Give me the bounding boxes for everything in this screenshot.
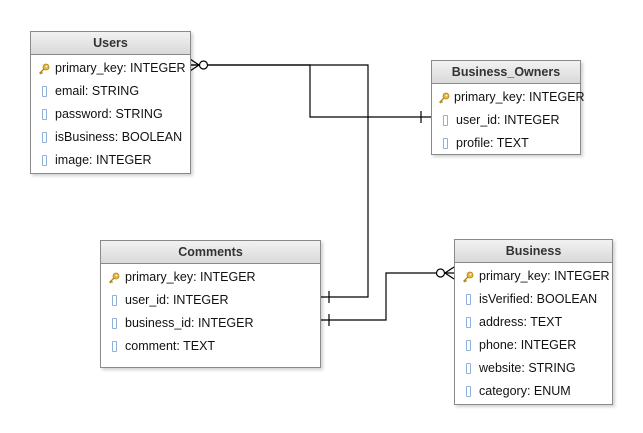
entity-title: Comments [101, 241, 320, 264]
crows-foot-zero-many-business [435, 266, 455, 280]
field-icon [442, 115, 448, 126]
relationship-users-business-owners[interactable] [190, 64, 431, 118]
attribute-label: primary_key: INTEGER [479, 269, 610, 283]
attribute-row[interactable]: category: ENUM [455, 380, 612, 403]
key-icon [37, 63, 51, 75]
attribute-row[interactable]: primary_key: INTEGER [432, 86, 585, 109]
attribute-row[interactable]: email: STRING [31, 80, 190, 103]
entity-attributes: primary_key: INTEGER user_id: INTEGER bu… [101, 264, 320, 358]
attribute-row[interactable]: address: TEXT [455, 311, 612, 334]
entity-title: Business_Owners [432, 61, 580, 84]
entity-title: Users [31, 32, 190, 55]
entity-attributes: primary_key: INTEGER email: STRING passw… [31, 55, 190, 172]
attribute-label: image: INTEGER [55, 153, 152, 167]
entity-title: Business [455, 240, 612, 263]
attribute-label: primary_key: INTEGER [454, 90, 585, 104]
key-icon [461, 271, 475, 283]
attribute-row[interactable]: user_id: INTEGER [101, 289, 320, 312]
attribute-label: phone: INTEGER [479, 338, 577, 352]
field-icon [41, 109, 47, 120]
entity-attributes: primary_key: INTEGER user_id: INTEGER pr… [432, 84, 585, 155]
field-icon [442, 138, 448, 149]
entity-business[interactable]: Business primary_key: INTEGER isVerified… [454, 239, 613, 405]
attribute-label: website: STRING [479, 361, 576, 375]
attribute-row[interactable]: primary_key: INTEGER [455, 265, 612, 288]
attribute-row[interactable]: isVerified: BOOLEAN [455, 288, 612, 311]
attribute-row[interactable]: password: STRING [31, 103, 190, 126]
field-icon [465, 340, 471, 351]
relationship-business-comments[interactable] [321, 272, 454, 321]
field-icon [41, 155, 47, 166]
attribute-label: user_id: INTEGER [456, 113, 560, 127]
attribute-label: business_id: INTEGER [125, 316, 254, 330]
attribute-label: isVerified: BOOLEAN [479, 292, 598, 306]
field-icon [465, 317, 471, 328]
attribute-label: profile: TEXT [456, 136, 529, 150]
field-icon [41, 86, 47, 97]
attribute-row[interactable]: user_id: INTEGER [432, 109, 580, 132]
crows-foot-zero-many-users [189, 58, 209, 72]
attribute-label: password: STRING [55, 107, 163, 121]
attribute-label: comment: TEXT [125, 339, 216, 353]
attribute-row[interactable]: profile: TEXT [432, 132, 580, 155]
attribute-row[interactable]: website: STRING [455, 357, 612, 380]
key-icon [438, 92, 450, 104]
field-icon [41, 132, 47, 143]
attribute-label: category: ENUM [479, 384, 571, 398]
attribute-row[interactable]: primary_key: INTEGER [101, 266, 320, 289]
attribute-row[interactable]: phone: INTEGER [455, 334, 612, 357]
entity-users[interactable]: Users primary_key: INTEGER email: STRING… [30, 31, 191, 174]
attribute-label: primary_key: INTEGER [55, 61, 186, 75]
field-icon [465, 363, 471, 374]
field-icon [111, 295, 117, 306]
field-icon [111, 318, 117, 329]
field-icon [465, 386, 471, 397]
attribute-row[interactable]: comment: TEXT [101, 335, 320, 358]
attribute-label: email: STRING [55, 84, 140, 98]
attribute-row[interactable]: isBusiness: BOOLEAN [31, 126, 190, 149]
attribute-label: isBusiness: BOOLEAN [55, 130, 183, 144]
field-icon [111, 341, 117, 352]
key-icon [107, 272, 121, 284]
entity-business-owners[interactable]: Business_Owners primary_key: INTEGER use… [431, 60, 585, 155]
entity-comments[interactable]: Comments primary_key: INTEGER user_id: I… [100, 240, 321, 368]
field-icon [465, 294, 471, 305]
entity-attributes: primary_key: INTEGER isVerified: BOOLEAN… [455, 263, 612, 403]
attribute-row[interactable]: primary_key: INTEGER [31, 57, 190, 80]
attribute-label: user_id: INTEGER [125, 293, 229, 307]
attribute-row[interactable]: business_id: INTEGER [101, 312, 320, 335]
attribute-row[interactable]: image: INTEGER [31, 149, 190, 172]
attribute-label: address: TEXT [479, 315, 563, 329]
attribute-label: primary_key: INTEGER [125, 270, 256, 284]
